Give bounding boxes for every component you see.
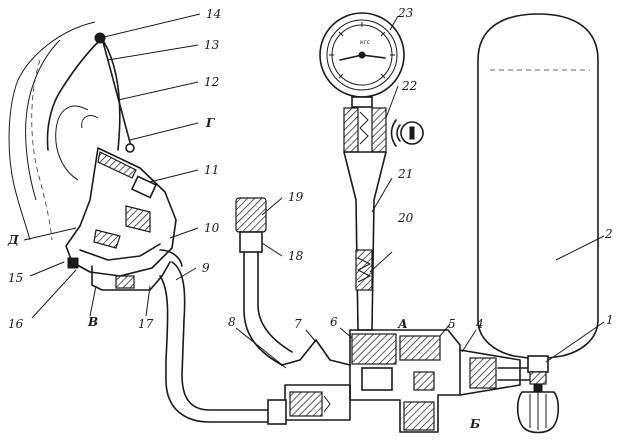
label-9: 9 (202, 261, 210, 275)
mask-body (65, 147, 177, 277)
gauge-tube (343, 107, 387, 331)
part-labels: 14 13 12 Г 11 10 9 19 18 23 22 21 20 2 1… (7, 6, 614, 431)
label-B: Б (469, 417, 480, 431)
label-5: 5 (448, 317, 456, 331)
breathing-hose (159, 261, 286, 423)
label-V: В (87, 315, 98, 329)
label-6: 6 (330, 315, 338, 329)
head-harness-buckle (94, 32, 135, 153)
signal-whistle (390, 119, 424, 147)
gauge-ticks (329, 22, 395, 79)
label-4: 4 (475, 317, 484, 331)
gauge-unit-label: кгс (360, 39, 370, 46)
label-1: 1 (606, 313, 614, 327)
leader-lines (23, 13, 605, 369)
mask-strap (46, 39, 121, 151)
label-14: 14 (206, 7, 221, 21)
label-12: 12 (204, 75, 219, 89)
label-7: 7 (294, 317, 302, 331)
mask-valve-housing (91, 249, 183, 291)
label-18: 18 (288, 249, 304, 263)
label-16: 16 (8, 317, 24, 331)
label-23: 23 (397, 6, 414, 20)
label-10: 10 (204, 221, 220, 235)
label-21: 21 (397, 167, 413, 181)
label-19: 19 (288, 190, 304, 204)
label-20: 20 (397, 211, 414, 225)
label-8: 8 (228, 315, 236, 329)
reserve-hose (235, 197, 293, 366)
label-G: Г (205, 116, 215, 130)
label-17: 17 (138, 317, 154, 331)
pressure-gauge: кгс (319, 12, 405, 108)
label-11: 11 (204, 163, 219, 177)
head-profile (8, 21, 99, 241)
label-13: 13 (204, 38, 220, 52)
label-22: 22 (401, 79, 417, 93)
label-15: 15 (8, 271, 23, 285)
reducer-block (349, 329, 536, 433)
label-D: Д (7, 233, 19, 247)
air-cylinder (477, 13, 599, 434)
label-A: А (397, 317, 408, 331)
label-2: 2 (604, 227, 613, 241)
lung-demand-valve (267, 339, 351, 425)
